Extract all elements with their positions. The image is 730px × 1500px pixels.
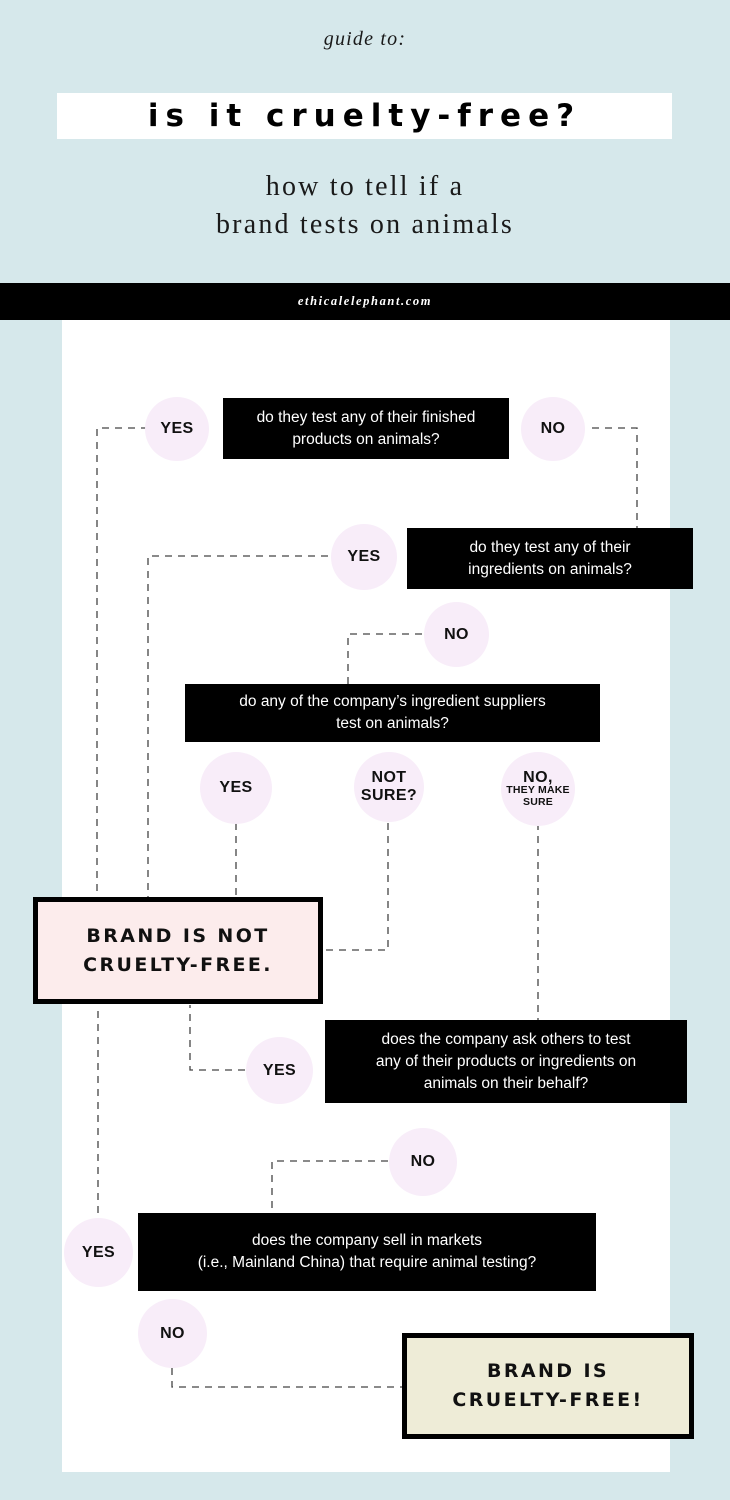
answer-label: YES — [347, 548, 381, 565]
q1-line-1: do they test any of their finished — [256, 408, 476, 426]
result-brand-cruelty-free: BRAND IS CRUELTY-FREE! — [402, 1333, 694, 1439]
answer-bubble-q4-no[interactable]: NO — [389, 1128, 457, 1196]
title-highlight-bar: is it cruelty-free? — [57, 93, 672, 139]
answer-label: NO, — [523, 768, 553, 786]
answer-label: NO — [540, 420, 566, 437]
subtitle-line-2: brand tests on animals — [215, 209, 515, 240]
q3-line-2: test on animals? — [336, 715, 449, 732]
subtitle: how to tell if a brand tests on animals — [0, 168, 730, 244]
q4-line-2: any of their products or ingredients on — [375, 1052, 637, 1070]
q4-line-3: animals on their behalf? — [423, 1074, 589, 1092]
answer-bubble-q1-no[interactable]: NO — [521, 397, 585, 461]
answer-label: NO — [160, 1324, 185, 1342]
header: guide to: is it cruelty-free? how to tel… — [0, 0, 730, 282]
answer-label: NO — [410, 1153, 436, 1170]
answer-bubble-q1-yes[interactable]: YES — [145, 397, 209, 461]
answer-bubble-q5-no[interactable]: NO — [138, 1299, 207, 1368]
q2-line-2: ingredients on animals? — [468, 560, 632, 578]
question-box-q1: do they test any of their finished produ… — [223, 398, 509, 459]
page-title: is it cruelty-free? — [147, 98, 582, 134]
answer-label: NOT — [371, 769, 407, 786]
answer-label: NO — [444, 625, 469, 643]
answer-bubble-q3-no-they-make-sure[interactable]: NO, THEY MAKE SURE — [501, 752, 575, 826]
q5-line-1: does the company sell in markets — [251, 1232, 483, 1249]
answer-label-2: SURE? — [360, 787, 418, 804]
q2-line-1: do they test any of their — [469, 538, 631, 556]
answer-bubble-q4-yes[interactable]: YES — [246, 1037, 313, 1104]
q1-line-2: products on animals? — [292, 430, 440, 448]
result-cf-line-2: CRUELTY-FREE! — [452, 1389, 644, 1411]
q5-line-2: (i.e., Mainland China) that require anim… — [197, 1254, 537, 1271]
answer-bubble-q2-yes[interactable]: YES — [331, 524, 397, 590]
question-box-q2: do they test any of their ingredients on… — [407, 528, 693, 589]
q4-line-1: does the company ask others to test — [381, 1030, 631, 1048]
q3-line-1: do any of the company’s ingredient suppl… — [239, 693, 546, 710]
site-url-banner: ethicalelephant.com — [0, 283, 730, 320]
answer-label: YES — [219, 779, 253, 796]
subtitle-line-1: how to tell if a — [265, 171, 465, 202]
answer-label: YES — [160, 420, 194, 437]
answer-bubble-q5-yes[interactable]: YES — [64, 1218, 133, 1287]
question-box-q4: does the company ask others to test any … — [325, 1020, 687, 1103]
result-cf-line-1: BRAND IS — [486, 1360, 610, 1382]
answer-label: YES — [262, 1061, 297, 1079]
result-not-line-1: BRAND IS NOT — [86, 924, 270, 947]
question-box-q3: do any of the company’s ingredient suppl… — [185, 684, 600, 742]
answer-bubble-q3-yes[interactable]: YES — [200, 752, 272, 824]
site-url-text: ethicalelephant.com — [297, 294, 433, 308]
answer-label-2: THEY MAKE SURE — [506, 783, 570, 808]
result-not-line-2: CRUELTY-FREE. — [83, 953, 273, 976]
answer-bubble-q2-no[interactable]: NO — [424, 602, 489, 667]
answer-bubble-q3-not-sure[interactable]: NOT SURE? — [354, 752, 424, 822]
result-brand-not-cruelty-free: BRAND IS NOT CRUELTY-FREE. — [33, 897, 323, 1004]
question-box-q5: does the company sell in markets (i.e., … — [138, 1213, 596, 1291]
eyebrow-text: guide to: — [323, 28, 407, 50]
answer-label: YES — [81, 1243, 116, 1261]
